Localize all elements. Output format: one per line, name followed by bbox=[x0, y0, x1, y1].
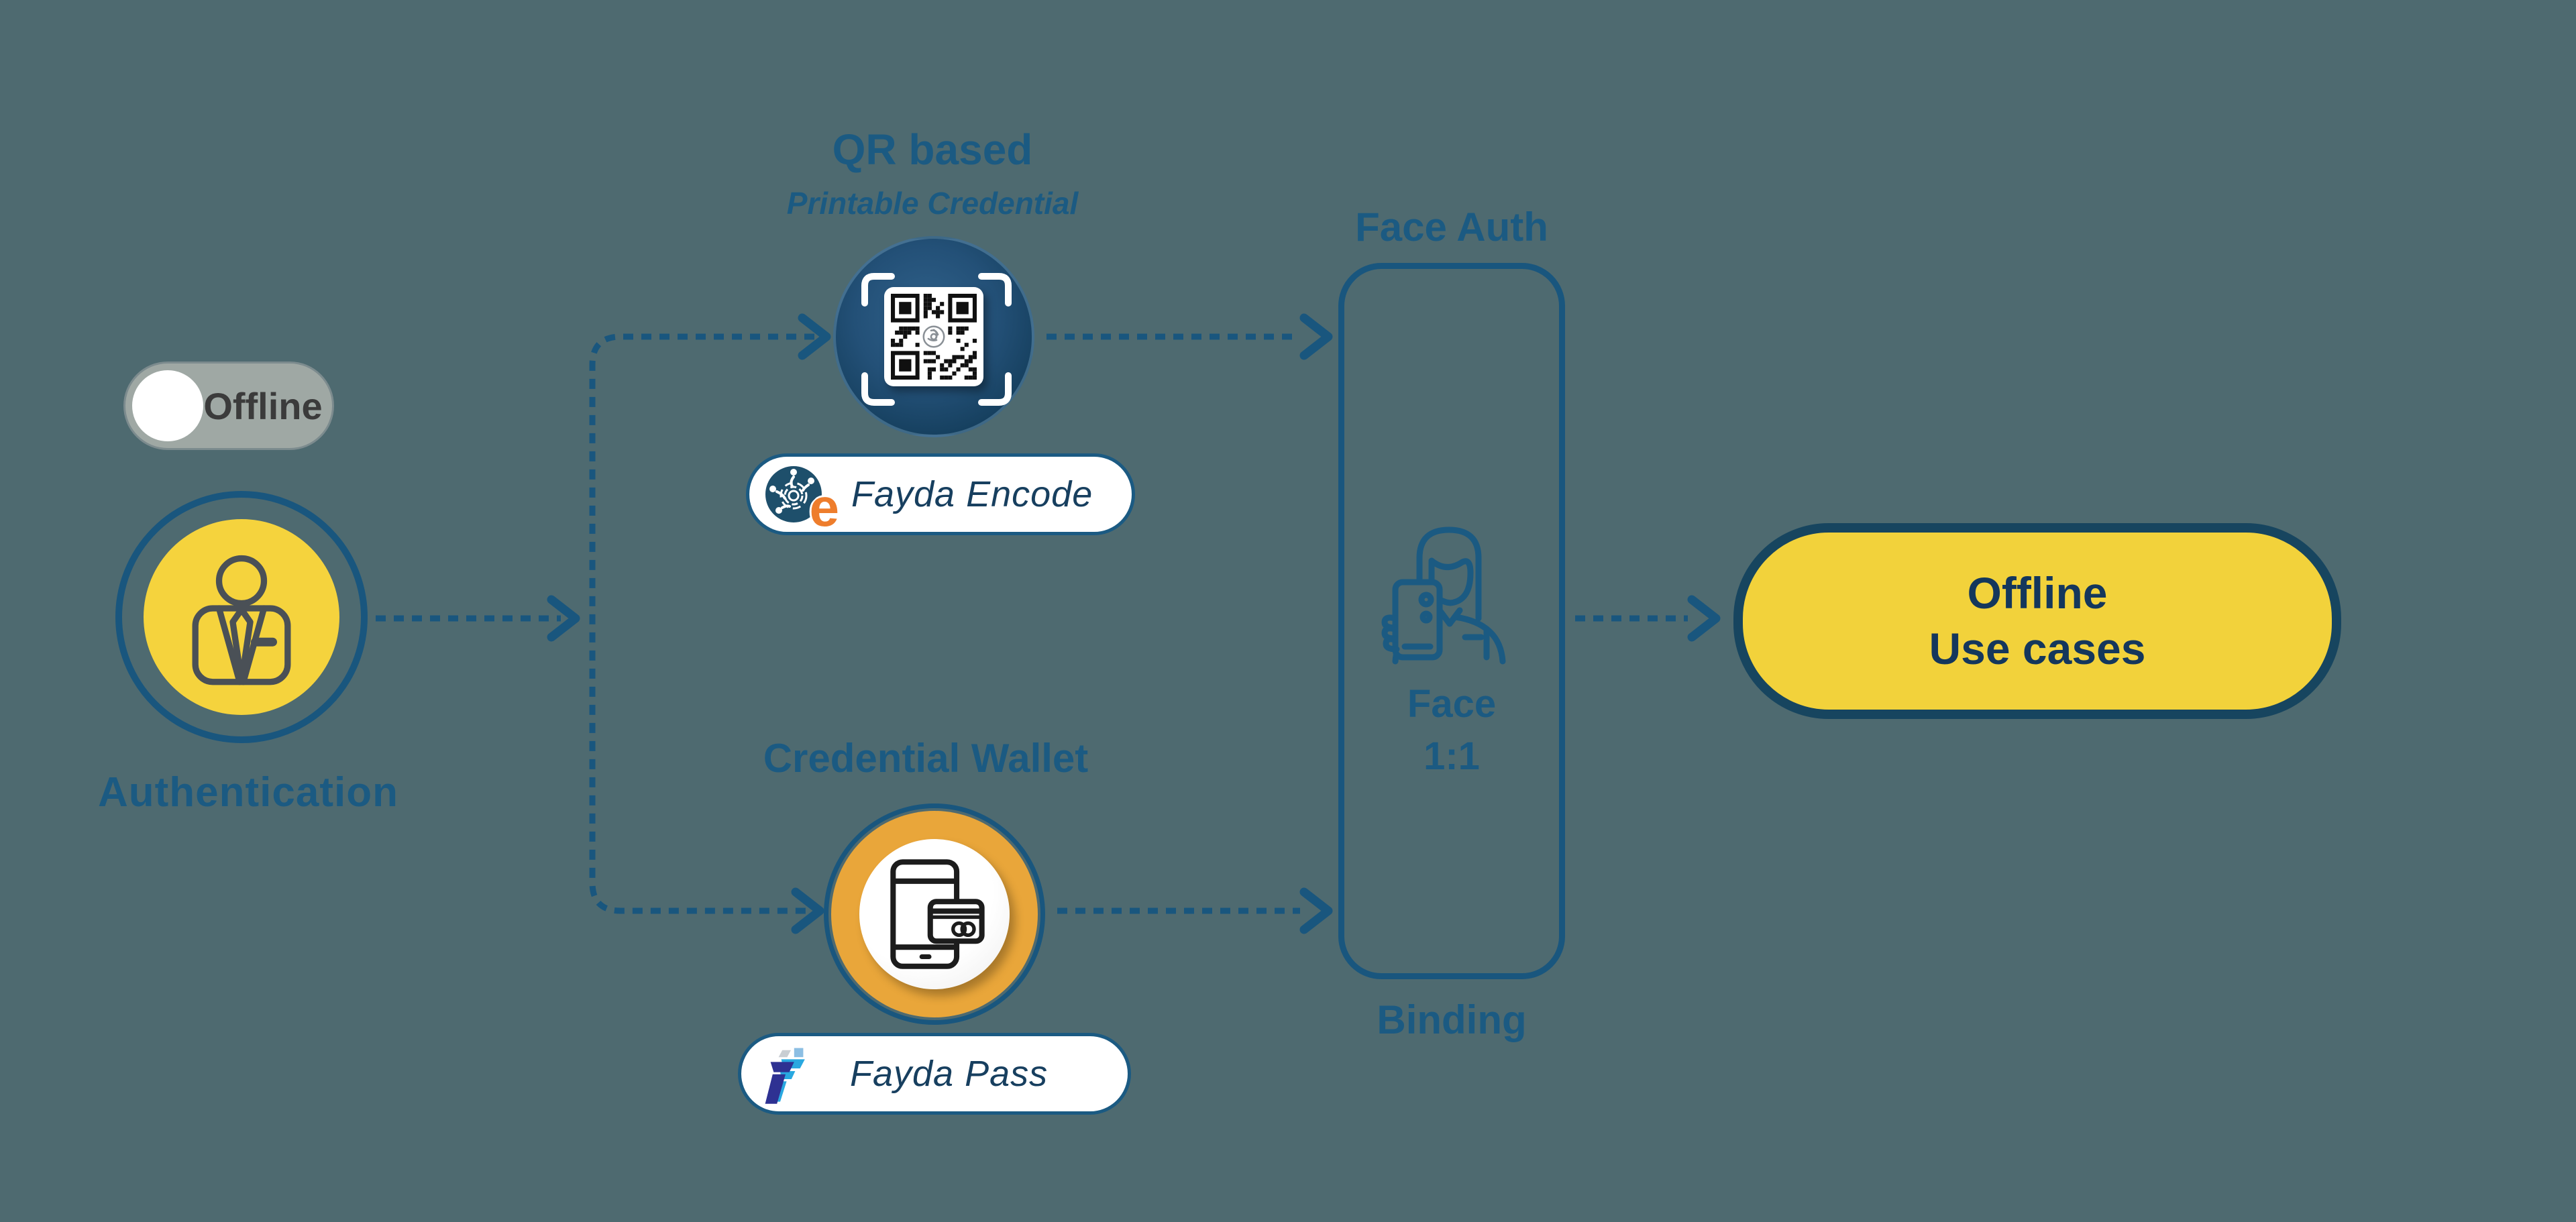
authentication-disc bbox=[144, 519, 339, 715]
result-line-1: Offline bbox=[1967, 568, 2108, 618]
face-ratio-label: 1:1 bbox=[1424, 734, 1480, 778]
face-auth-box bbox=[1338, 263, 1565, 979]
connector-branch-trunk bbox=[589, 333, 814, 914]
authentication-label: Authentication bbox=[98, 769, 398, 816]
qr-subtitle: Printable Credential bbox=[786, 186, 1079, 221]
selfie-face-icon bbox=[1381, 526, 1506, 665]
arrowhead-auth-branch bbox=[547, 595, 580, 642]
toggle-label: Offline bbox=[203, 384, 323, 427]
qr-title: QR based bbox=[832, 125, 1033, 174]
qr-code-icon bbox=[891, 294, 977, 380]
arrowhead-qr-to-face bbox=[1299, 313, 1333, 360]
arrowhead-branch-to-qr bbox=[798, 313, 831, 360]
fayda-pass-badge: Fayda Pass bbox=[738, 1033, 1131, 1115]
arrowhead-wallet-to-face bbox=[1299, 887, 1333, 934]
offline-use-cases-button: Offline Use cases bbox=[1733, 523, 2341, 719]
credential-wallet-node bbox=[824, 803, 1045, 1025]
phone-card-icon bbox=[890, 859, 985, 969]
qr-node bbox=[833, 236, 1034, 437]
offline-toggle[interactable]: Offline bbox=[123, 362, 334, 450]
fayda-encode-logo-icon: e bbox=[763, 463, 839, 535]
person-icon bbox=[192, 555, 291, 685]
face-label: Face bbox=[1407, 682, 1497, 726]
scan-frame-icon bbox=[861, 273, 1012, 406]
fayda-pass-logo-icon bbox=[765, 1048, 805, 1104]
arrowhead-face-to-result bbox=[1687, 595, 1721, 642]
fayda-encode-badge: e Fayda Encode bbox=[746, 453, 1135, 535]
globe-icon bbox=[764, 465, 823, 524]
arrowhead-branch-to-wallet bbox=[791, 887, 824, 934]
credential-wallet-ring bbox=[831, 811, 1038, 1017]
fayda-encode-label: Fayda Encode bbox=[851, 474, 1093, 514]
binding-label: Binding bbox=[1377, 997, 1527, 1042]
face-auth-title: Face Auth bbox=[1355, 205, 1548, 249]
qr-card bbox=[884, 287, 983, 386]
authentication-node bbox=[115, 491, 368, 743]
credential-wallet-title: Credential Wallet bbox=[763, 736, 1089, 781]
credential-wallet-inner bbox=[859, 839, 1010, 989]
e-badge-icon: e bbox=[809, 478, 840, 537]
fayda-pass-label: Fayda Pass bbox=[850, 1054, 1049, 1094]
result-line-2: Use cases bbox=[1929, 624, 2146, 673]
toggle-knob[interactable] bbox=[132, 370, 203, 441]
